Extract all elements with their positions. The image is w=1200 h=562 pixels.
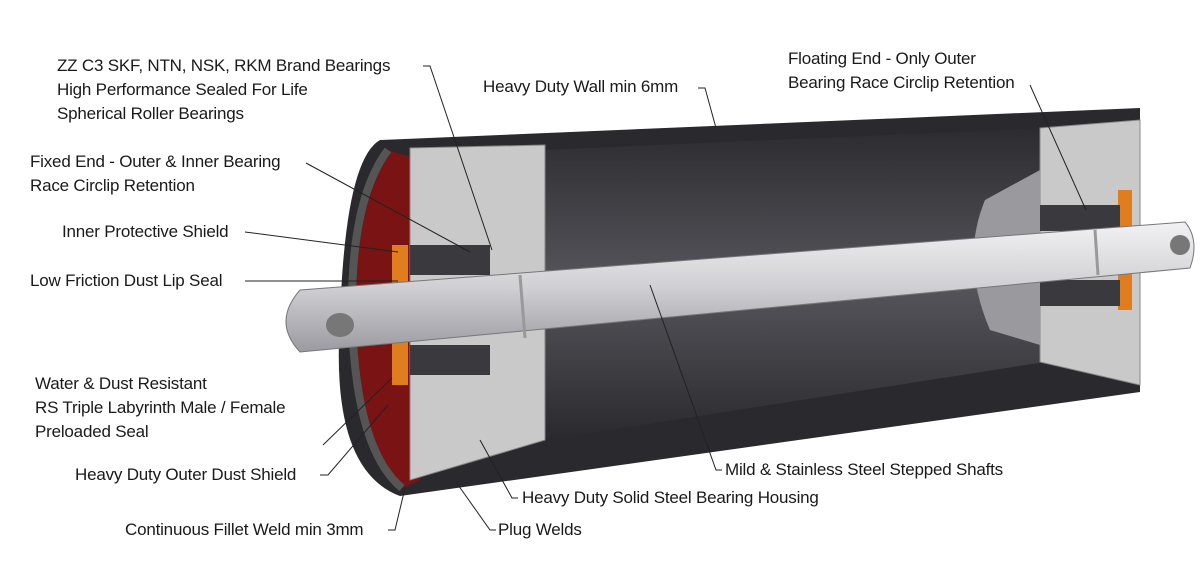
shafts-label: Mild & Stainless Steel Stepped Shafts	[725, 460, 1003, 479]
fillet-weld-label: Continuous Fillet Weld min 3mm	[125, 520, 364, 539]
wall-label: Heavy Duty Wall min 6mm	[483, 77, 679, 96]
bearings-label: ZZ C3 SKF, NTN, NSK, RKM Brand Bearings …	[57, 54, 390, 126]
labyrinth-line-3: Preloaded Seal	[35, 422, 149, 441]
outer-shield-label: Heavy Duty Outer Dust Shield	[75, 465, 297, 484]
lip-seal-label: Low Friction Dust Lip Seal	[30, 271, 223, 290]
fixed-end-line-1: Fixed End - Outer & Inner Bearing	[30, 152, 281, 171]
bearings-label-line-2: High Performance Sealed For Life	[57, 80, 308, 99]
floating-end-label: Floating End - Only Outer Bearing Race C…	[788, 47, 1015, 95]
labyrinth-line-1: Water & Dust Resistant	[35, 374, 207, 393]
stepped-shaft	[285, 221, 1195, 353]
labyrinth-line-2: RS Triple Labyrinth Male / Female	[35, 398, 286, 417]
inner-shield-label: Inner Protective Shield	[62, 222, 229, 241]
fixed-end-label: Fixed End - Outer & Inner Bearing Race C…	[30, 150, 281, 198]
labyrinth-seal-label: Water & Dust Resistant RS Triple Labyrin…	[35, 372, 286, 444]
floating-end-line-1: Floating End - Only Outer	[788, 49, 976, 68]
floating-end-line-2: Bearing Race Circlip Retention	[788, 73, 1015, 92]
leader-lines	[244, 65, 1087, 531]
bearings-label-line-1: ZZ C3 SKF, NTN, NSK, RKM Brand Bearings	[57, 56, 391, 75]
housing-label: Heavy Duty Solid Steel Bearing Housing	[522, 488, 819, 507]
fixed-end-line-2: Race Circlip Retention	[30, 176, 195, 195]
bearings-label-line-3: Spherical Roller Bearings	[57, 104, 244, 123]
plug-welds-label: Plug Welds	[498, 520, 582, 539]
